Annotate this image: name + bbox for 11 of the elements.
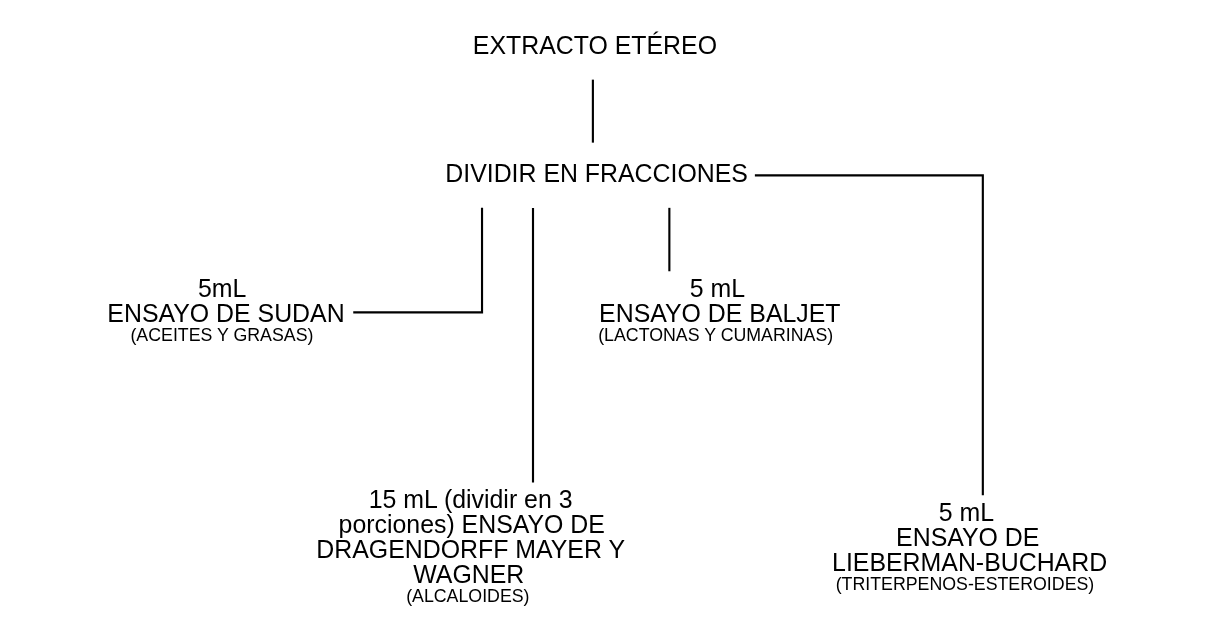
node-text: EXTRACTO ETÉREO xyxy=(472,30,717,59)
connector xyxy=(591,79,594,143)
connector xyxy=(531,207,534,483)
node-text: DIVIDIR EN FRACCIONES xyxy=(444,158,748,187)
node-text: 5 mL ENSAYO DE LIEBERMAN-BUCHARD (TRITERPENOS-ESTEROIDES) xyxy=(831,497,1107,594)
connector xyxy=(352,207,483,314)
connector xyxy=(667,207,670,272)
node-text: 5mL ENSAYO DE SUDAN (ACEITES Y GRASAS) xyxy=(106,273,345,345)
node-text: 5 mL ENSAYO DE BALJET (LACTONAS Y CUMARINAS) xyxy=(597,273,841,345)
node-text: 15 mL (dividir en 3 porciones) ENSAYO DE DRAGENDORFF MAYER Y WAGNER (ALCALOIDES) xyxy=(315,485,625,607)
connector xyxy=(754,174,984,496)
